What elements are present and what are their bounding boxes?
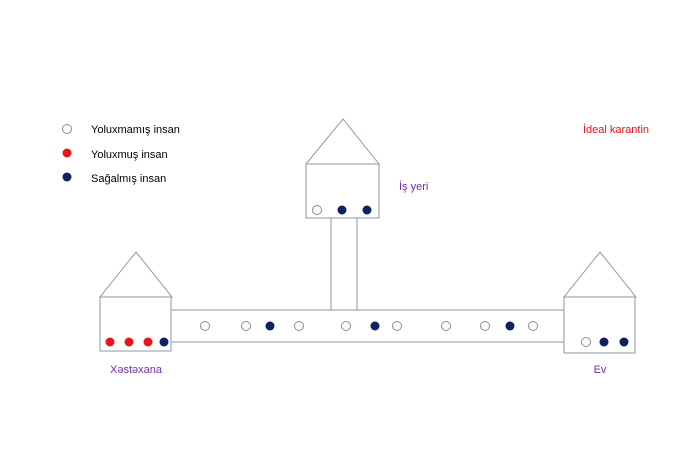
building-hospital bbox=[98, 251, 174, 352]
person-recovered-1 bbox=[599, 337, 609, 347]
person-recovered-1 bbox=[337, 205, 347, 215]
home-roof bbox=[562, 251, 638, 298]
legend-infected-marker bbox=[62, 148, 72, 158]
person-healthy-3 bbox=[294, 321, 304, 331]
hospital-roof bbox=[98, 251, 174, 298]
legend: Yoluxmamış insan Yoluxmuş insan Sağalmış… bbox=[62, 124, 180, 185]
scenario-label: İdeal karantin bbox=[583, 123, 649, 136]
legend-infected-label: Yoluxmuş insan bbox=[91, 149, 168, 161]
person-recovered-5 bbox=[370, 321, 380, 331]
person-healthy-6 bbox=[392, 321, 402, 331]
person-infected-2 bbox=[143, 337, 153, 347]
person-infected-1 bbox=[124, 337, 134, 347]
workplace-label: İş yeri bbox=[399, 180, 428, 193]
person-recovered-2 bbox=[362, 205, 372, 215]
person-recovered-9 bbox=[505, 321, 515, 331]
workplace-roof bbox=[304, 118, 381, 165]
workplace-people bbox=[312, 205, 372, 215]
home-people bbox=[581, 337, 629, 347]
roads bbox=[170, 217, 565, 343]
person-recovered-2 bbox=[265, 321, 275, 331]
person-healthy-4 bbox=[341, 321, 351, 331]
legend-healthy-label: Yoluxmamış insan bbox=[91, 124, 180, 136]
person-healthy-0 bbox=[200, 321, 210, 331]
road-people bbox=[200, 321, 538, 331]
person-recovered-2 bbox=[619, 337, 629, 347]
person-healthy-1 bbox=[241, 321, 251, 331]
legend-recovered-label: Sağalmış insan bbox=[91, 173, 166, 185]
building-home bbox=[562, 251, 638, 354]
person-healthy-8 bbox=[480, 321, 490, 331]
vertical-road bbox=[330, 217, 358, 311]
hospital-people bbox=[105, 337, 169, 347]
horizontal-road bbox=[170, 309, 565, 343]
home-label: Ev bbox=[594, 364, 607, 376]
person-infected-0 bbox=[105, 337, 115, 347]
person-healthy-0 bbox=[312, 205, 322, 215]
legend-healthy-marker bbox=[62, 124, 72, 134]
building-workplace bbox=[304, 118, 381, 219]
person-recovered-3 bbox=[159, 337, 169, 347]
hospital-label: Xəstəxana bbox=[110, 364, 163, 376]
person-healthy-0 bbox=[581, 337, 591, 347]
person-healthy-7 bbox=[441, 321, 451, 331]
legend-recovered-marker bbox=[62, 172, 72, 182]
person-healthy-10 bbox=[528, 321, 538, 331]
